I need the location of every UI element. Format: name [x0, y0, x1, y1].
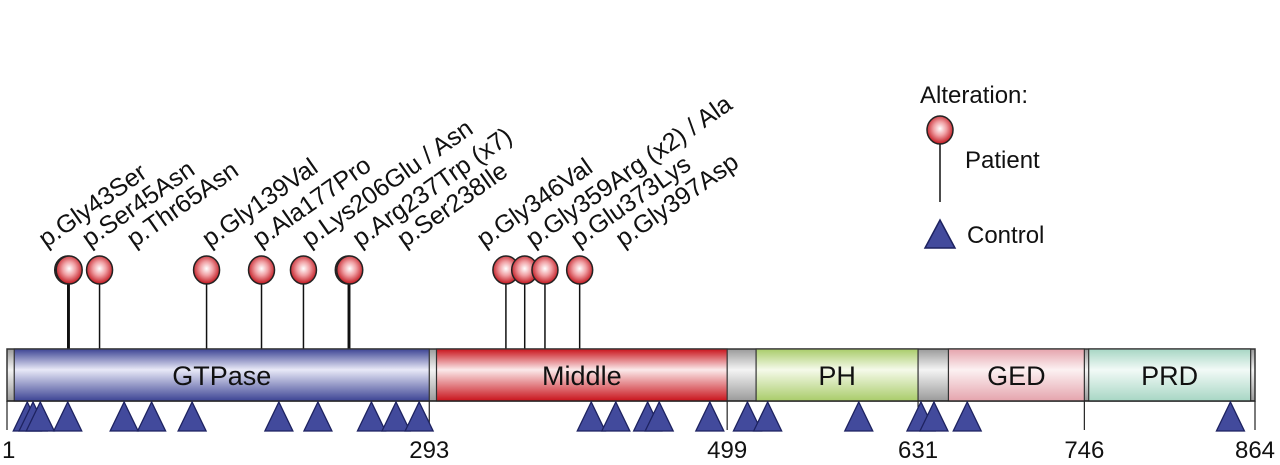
- residue-axis: 1 293 499 631 746 864: [2, 400, 1275, 464]
- control-variant-marker: [600, 400, 631, 432]
- legend-control-label: Control: [967, 222, 1044, 249]
- legend-patient-label: Patient: [965, 147, 1040, 174]
- legend-patient-icon: [926, 115, 954, 145]
- legend-control-icon: [923, 218, 957, 249]
- control-variant-marker: [732, 400, 763, 432]
- control-variant-marker: [576, 400, 607, 432]
- patient-variant-marker: [55, 255, 83, 285]
- control-variant-marker: [644, 400, 675, 432]
- patient-variant-marker: [289, 255, 318, 285]
- control-variant-marker: [302, 400, 333, 432]
- patient-variant-marker: [247, 255, 276, 285]
- control-markers: [12, 400, 1246, 432]
- domain-middle: [435, 348, 728, 402]
- axis-tick-label: 864: [1235, 437, 1275, 464]
- control-variant-marker: [752, 400, 783, 432]
- control-variant-marker: [356, 400, 387, 432]
- axis-tick-label: 631: [898, 437, 938, 464]
- patient-variant-marker: [335, 255, 364, 285]
- domain-gtpase: [13, 348, 430, 402]
- axis-tick-label: 746: [1064, 437, 1104, 464]
- domain-label: PH: [818, 361, 856, 391]
- axis-tick-label: 293: [409, 437, 449, 464]
- domain-ph: [755, 348, 919, 402]
- patient-variant-marker: [85, 255, 114, 285]
- axis-tick-label: 1: [2, 437, 15, 464]
- lollipop-heads: [53, 255, 594, 285]
- domain-label: GTPase: [172, 361, 271, 391]
- legend: Alteration: Patient Control: [920, 82, 1044, 249]
- control-variant-marker: [694, 400, 725, 432]
- control-variant-marker: [25, 400, 56, 432]
- domain-label: Middle: [542, 361, 622, 391]
- lollipop-stems: [66, 280, 581, 349]
- control-variant-marker: [380, 400, 412, 432]
- control-variant-marker: [136, 400, 167, 432]
- protein-bar: GTPase Middle PH GED PRD: [6, 348, 1256, 402]
- control-variant-marker: [952, 400, 983, 432]
- control-variant-marker: [843, 400, 874, 432]
- control-variant-marker: [1215, 400, 1246, 432]
- patient-variant-marker: [531, 255, 559, 285]
- axis-tick-label: 499: [707, 437, 747, 464]
- control-variant-marker: [263, 400, 294, 432]
- patient-variant-marker: [565, 255, 594, 285]
- control-variant-marker: [918, 400, 949, 432]
- control-variant-marker: [177, 400, 208, 432]
- control-variant-marker: [109, 400, 140, 432]
- domain-ged: [947, 348, 1085, 402]
- domain-label: PRD: [1141, 361, 1198, 391]
- legend-title: Alteration:: [920, 82, 1028, 109]
- variant-labels: p.Gly43Serp.Ser45Asnp.Thr65Asnp.Gly139Va…: [33, 90, 743, 253]
- domain-label: GED: [987, 361, 1046, 391]
- control-variant-marker: [404, 400, 435, 432]
- control-variant-marker: [52, 400, 83, 432]
- domain-prd: [1088, 348, 1252, 402]
- patient-variant-marker: [192, 255, 221, 285]
